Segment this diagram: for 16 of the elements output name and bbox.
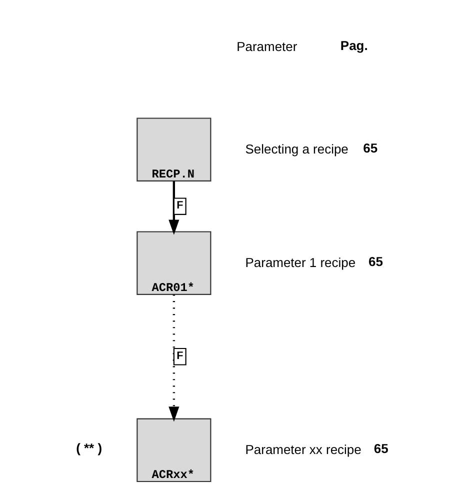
node-label: Parameter xx recipe [244, 442, 361, 458]
node-label: Selecting a recipe [244, 141, 348, 156]
edge-label: F [176, 350, 183, 362]
node-label: ( ** ) [76, 440, 102, 456]
arrow [168, 294, 179, 422]
label: Parameter [236, 38, 297, 54]
node-box: RECP.N [136, 118, 211, 182]
node-label: 65 [362, 140, 378, 156]
node-box: ACRxx* [136, 418, 211, 482]
node-label: 65 [373, 440, 388, 456]
edge-label: F [176, 200, 183, 212]
arrow [168, 181, 179, 235]
node-label: 65 [368, 254, 382, 269]
node-box: ACR01* [136, 231, 211, 295]
label: Pag. [340, 38, 368, 53]
node-label: Parameter 1 recipe [244, 255, 356, 270]
